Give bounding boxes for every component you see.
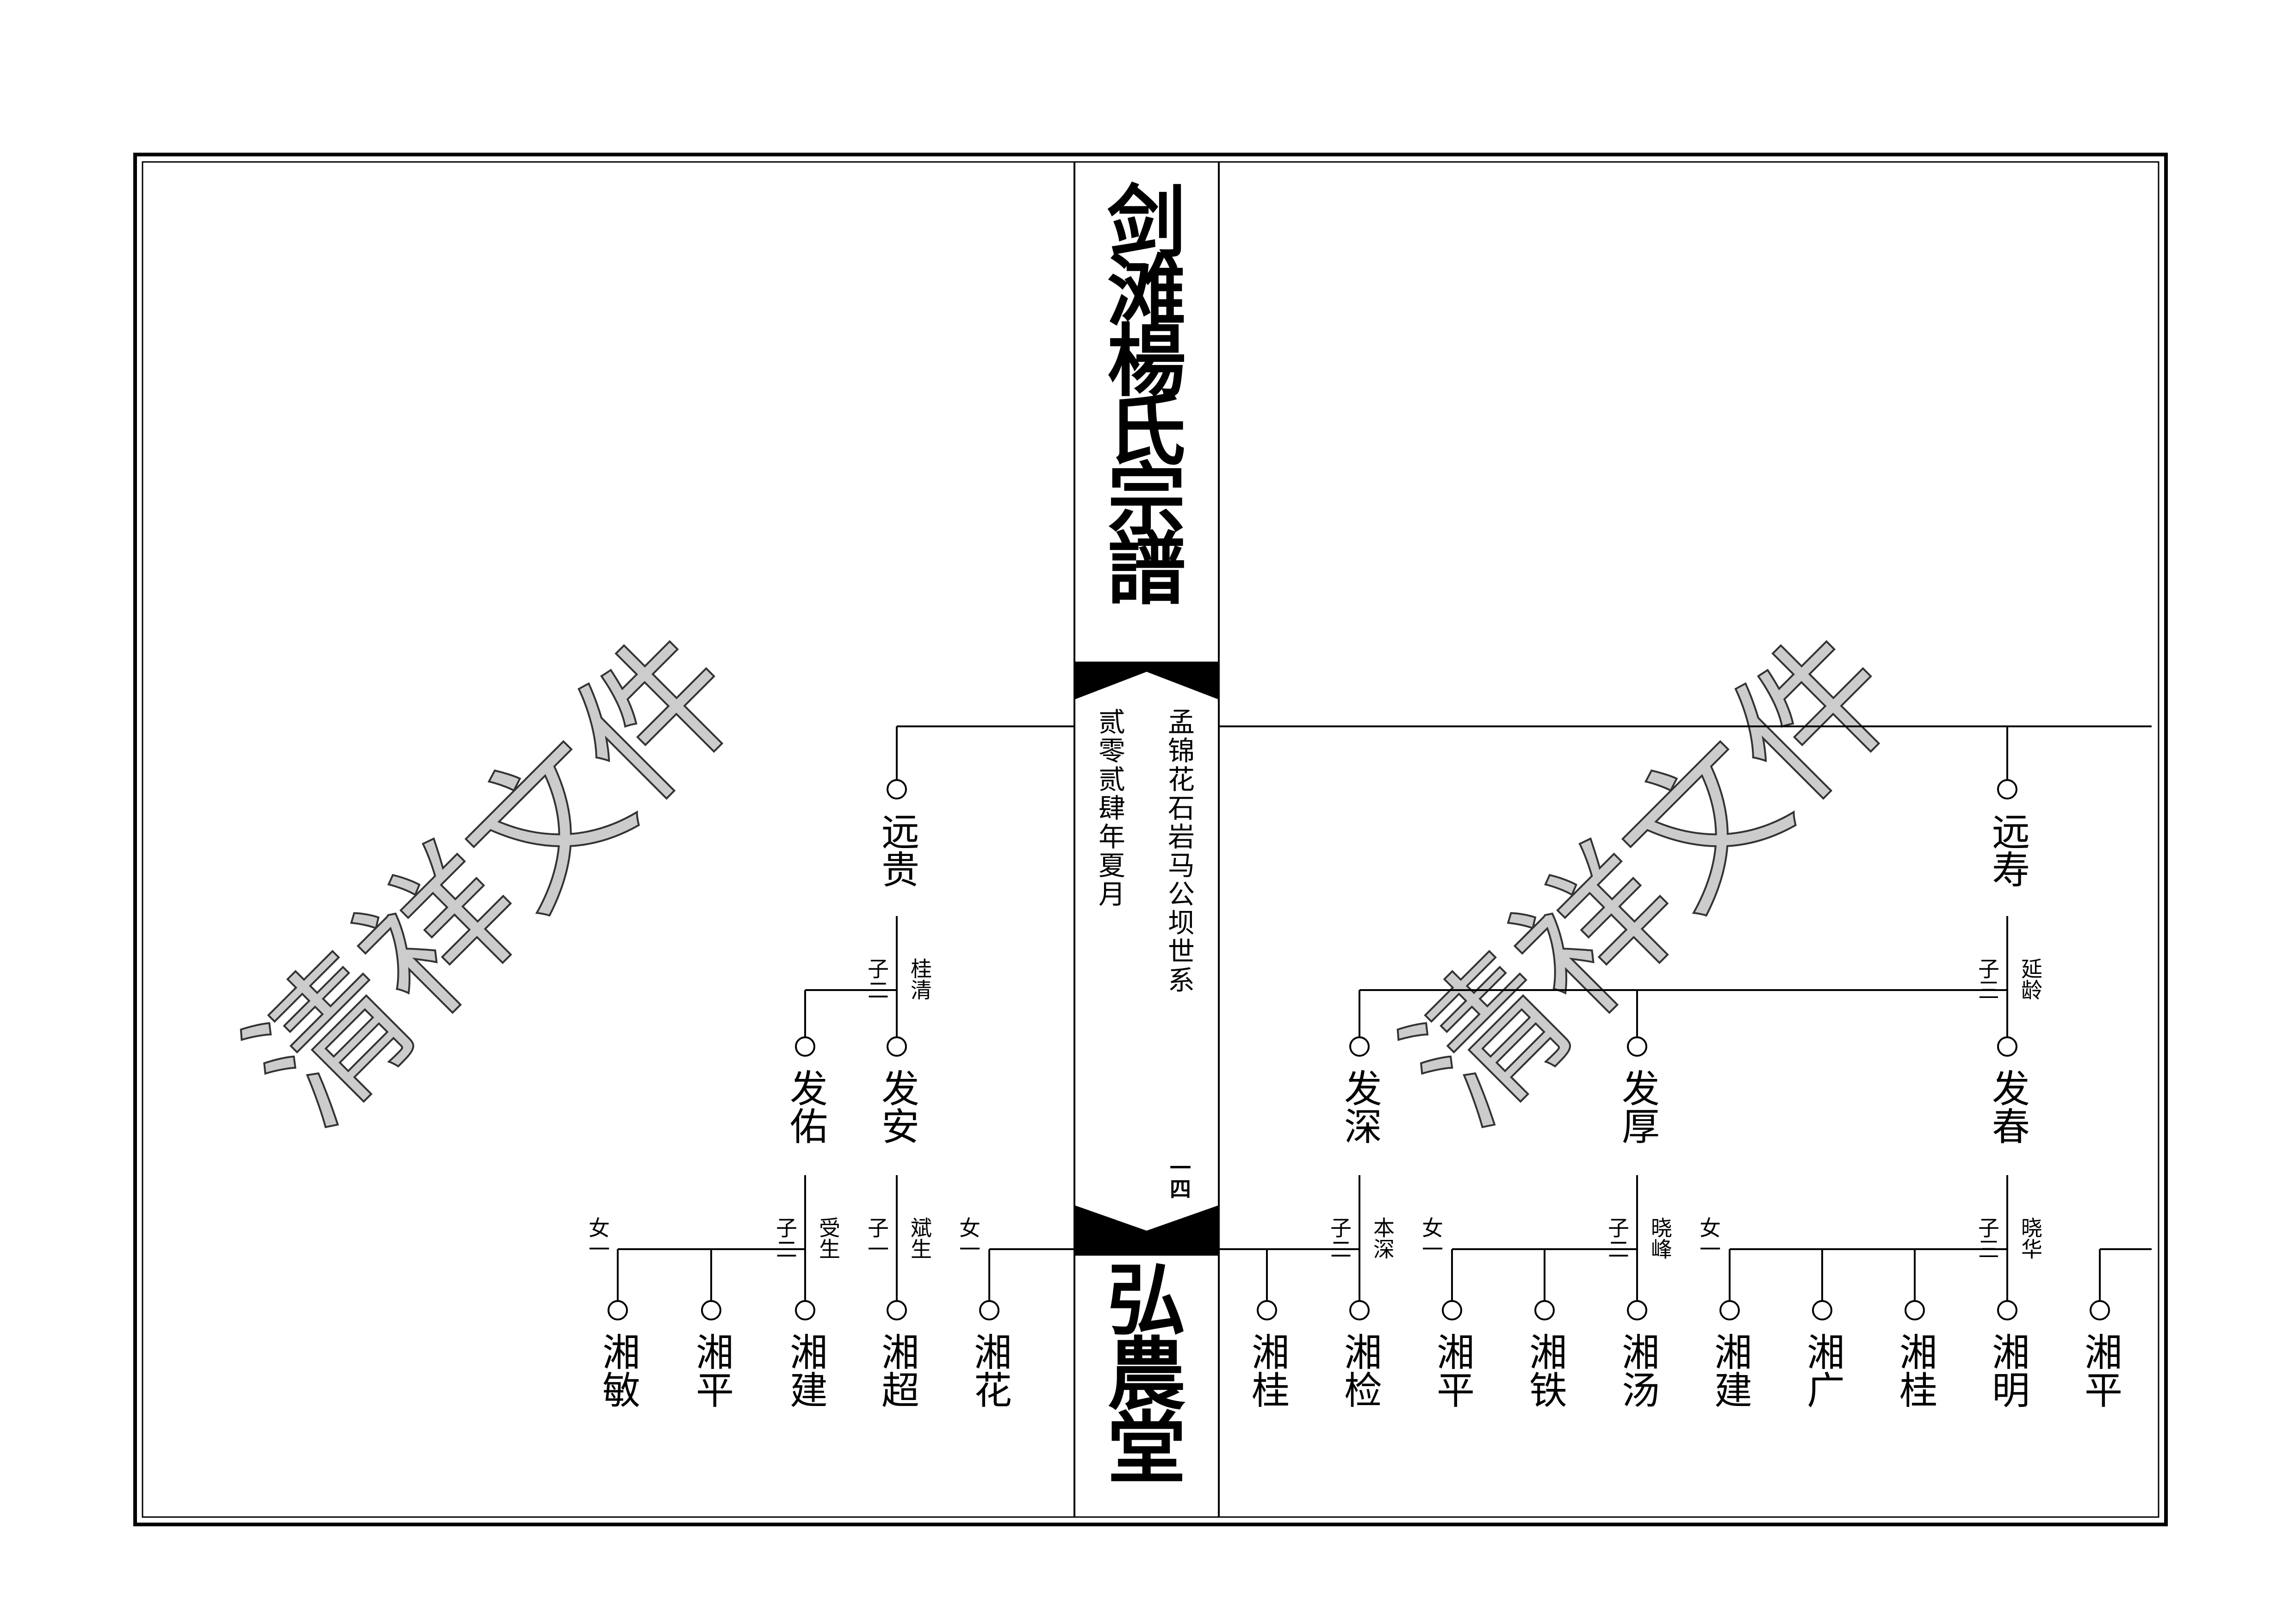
right-tree-names: 远寿 发深 发厚 发春 湘桂 湘检 湘平 湘铁 湘汤 湘建 湘广 湘桂 湘明 湘…: [1245, 812, 2122, 1408]
hall-name-char: 堂: [1107, 1402, 1186, 1495]
person-name: 湘平: [689, 1332, 733, 1408]
person-name: 发深: [1338, 1069, 1382, 1145]
book-title-char: 宗: [1107, 454, 1186, 546]
book-title-char: 剑: [1107, 176, 1186, 269]
right-tree-nodes: [1257, 779, 2110, 1320]
daughters-label: 女一: [585, 1217, 610, 1259]
person-node: [701, 1300, 721, 1320]
person-name: 发厚: [1615, 1069, 1659, 1145]
book-title-char: 楊: [1107, 315, 1186, 408]
person-node: [1997, 779, 2017, 799]
hall-name-char: 弘: [1107, 1254, 1186, 1347]
person-name: 湘汤: [1615, 1332, 1659, 1408]
person-name: 湘广: [1800, 1332, 1844, 1408]
sons-label: 子二: [1327, 1217, 1352, 1259]
watermark-left: 清祥文件: [215, 599, 775, 1158]
person-node: [887, 779, 907, 799]
sons-names: 受生: [816, 1217, 841, 1259]
person-name: 湘平: [2078, 1332, 2122, 1408]
inner-frame: [142, 161, 2159, 1518]
right-tree-lines: [1219, 725, 2152, 1301]
person-name: 湘敏: [596, 1332, 640, 1408]
person-node: [1257, 1300, 1277, 1320]
sons-label: 子一: [864, 1217, 889, 1259]
person-name: 发春: [1986, 1069, 2029, 1145]
person-node: [608, 1300, 628, 1320]
person-name: 湘检: [1338, 1332, 1382, 1408]
right-tree-annotations: 子三 延龄 子二 本深 女一 子二 晓峰 女一 子三 晓华: [1327, 958, 2043, 1259]
person-node: [979, 1300, 999, 1320]
person-name: 湘建: [1708, 1332, 1752, 1408]
person-node: [795, 1036, 815, 1057]
person-node: [1627, 1036, 1647, 1057]
hall-name: 弘 農 堂: [1107, 1254, 1186, 1495]
sons-names: 晓峰: [1648, 1217, 1673, 1259]
person-node: [1997, 1300, 2017, 1320]
sons-names: 桂清: [907, 958, 932, 1000]
watermark-text: 清祥文件: [216, 600, 774, 1158]
person-name: 湘平: [1430, 1332, 1474, 1408]
branch-lineage-title: 孟锦花石岩马公坝世系: [1163, 708, 1195, 995]
book-title-char: 譜: [1107, 523, 1186, 616]
person-node: [1442, 1300, 1462, 1320]
person-name: 发安: [875, 1069, 919, 1145]
sons-names: 本深: [1370, 1217, 1395, 1259]
book-title-char: 氏: [1107, 384, 1186, 477]
sons-label: 子二: [1605, 1217, 1630, 1259]
left-tree-lines: [617, 725, 1074, 1301]
person-name: 湘花: [968, 1332, 1011, 1408]
person-name: 湘桂: [1893, 1332, 1937, 1408]
left-tree-nodes: [608, 779, 999, 1320]
book-title: 剑 滩 楊 氏 宗 譜: [1107, 176, 1186, 616]
person-name: 湘桂: [1245, 1332, 1289, 1408]
person-node: [1997, 1036, 2017, 1057]
page-number: 一四: [1167, 1157, 1191, 1199]
hall-name-char: 農: [1107, 1328, 1186, 1421]
sons-label: 子二: [773, 1217, 798, 1259]
person-node: [1627, 1300, 1647, 1320]
person-node: [887, 1036, 907, 1057]
compile-date: 贰零贰肆年夏月: [1094, 708, 1125, 909]
left-tree-annotations: 子二 桂清 子二 受生 女一 子一 斌生 女一: [585, 958, 981, 1259]
person-node: [887, 1300, 907, 1320]
sons-label: 子三: [1975, 1217, 2000, 1259]
spine-band-bottom: [1074, 1205, 1219, 1255]
book-title-char: 滩: [1107, 246, 1186, 338]
daughters-label: 女一: [956, 1217, 981, 1259]
person-node: [2090, 1300, 2110, 1320]
person-node: [1812, 1300, 1832, 1320]
person-node: [795, 1300, 815, 1320]
daughters-label: 女一: [1419, 1217, 1444, 1259]
spine-band-top: [1074, 662, 1219, 700]
person-name: 湘建: [783, 1332, 827, 1408]
person-name: 湘铁: [1523, 1332, 1567, 1408]
daughters-label: 女一: [1696, 1217, 1721, 1259]
sons-names: 斌生: [907, 1217, 932, 1259]
person-node: [1349, 1300, 1370, 1320]
person-name: 发佑: [783, 1069, 827, 1145]
person-node: [1719, 1300, 1740, 1320]
person-node: [1534, 1300, 1555, 1320]
person-name: 湘明: [1986, 1332, 2029, 1408]
sons-label: 子三: [1975, 958, 2000, 1000]
person-name: 远贵: [875, 812, 919, 888]
outer-frame: [133, 153, 2168, 1526]
sons-names: 延龄: [2018, 958, 2043, 1000]
person-node: [1905, 1300, 1925, 1320]
person-name: 湘超: [875, 1332, 919, 1408]
person-name: 远寿: [1986, 812, 2029, 888]
sons-label: 子二: [864, 958, 889, 1000]
left-tree-names: 远贵 发佑 发安 湘敏 湘平 湘建 湘超 湘花: [596, 812, 1011, 1408]
sons-names: 晓华: [2018, 1217, 2043, 1259]
person-node: [1349, 1036, 1370, 1057]
